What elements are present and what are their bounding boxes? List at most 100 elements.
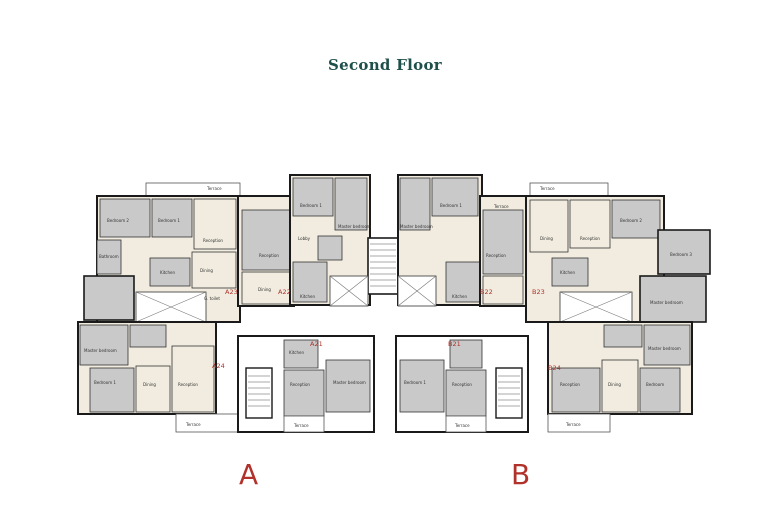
label-kitchen-a22: Kitchen xyxy=(300,294,315,299)
label-bedroom-2: Bedroom 2 xyxy=(107,218,129,223)
label-bedroom-1-a22: Bedroom 1 xyxy=(300,203,322,208)
room-master-bedroom-b22 xyxy=(399,177,431,231)
label-bedroom-3-b23: Bedroom 3 xyxy=(670,252,692,257)
label-bedroom-1-a24: Bedroom 1 xyxy=(94,380,116,385)
unit-tag-a23: A23 xyxy=(225,288,238,296)
room-master-bedroom-a22 xyxy=(334,177,368,231)
label-dining-b24: Dining xyxy=(608,382,621,387)
label-reception-a24: Reception xyxy=(178,382,198,387)
room-bedroom-1-b22 xyxy=(431,177,479,217)
label-master-bedroom-a22: Master bedroom xyxy=(338,224,371,229)
room-dining-a22 xyxy=(241,271,291,305)
block-label-a: A xyxy=(239,458,259,491)
label-bedroom-2-b23: Bedroom 2 xyxy=(620,218,642,223)
wing-b xyxy=(395,174,711,433)
wing-a xyxy=(77,174,399,433)
label-reception-b24: Reception xyxy=(560,382,580,387)
room-bedroom-2-a23 xyxy=(99,198,151,238)
label-kitchen: Kitchen xyxy=(160,270,175,275)
room-bedroom-1-b21 xyxy=(399,359,445,413)
label-master-bedroom-b23: Master bedroom xyxy=(650,300,683,305)
label-dining: Dining xyxy=(200,268,213,273)
label-bathroom: Bathroom xyxy=(99,254,119,259)
room-bathroom-a24 xyxy=(129,324,167,348)
label-bedroom-1-b22: Bedroom 1 xyxy=(440,203,462,208)
room-reception-b21 xyxy=(445,369,487,417)
room-reception-b22 xyxy=(482,209,524,275)
label-lobby: Lobby xyxy=(298,236,311,241)
label-dining-a22: Dining xyxy=(258,287,271,292)
stairs-a21 xyxy=(245,367,273,419)
label-bedroom-b24: Bedroom xyxy=(646,382,664,387)
room-kitchen-b23 xyxy=(551,257,589,287)
room-reception-b24 xyxy=(551,367,601,413)
unit-tag-a22: A22 xyxy=(278,288,291,296)
unit-tag-b21: B21 xyxy=(448,340,461,348)
room-master-bedroom-b23 xyxy=(639,275,707,323)
label-master-bedroom-b24: Master bedroom xyxy=(648,346,681,351)
room-kitchen-a21 xyxy=(283,339,319,369)
stairs-a xyxy=(367,237,399,295)
room-kitchen-a23 xyxy=(149,257,191,287)
label-reception-a21: Reception xyxy=(290,382,310,387)
room-labels: Terrace Bedroom 2 Bedroom 1 Reception Ba… xyxy=(84,186,692,428)
floor-title: Second Floor xyxy=(328,56,442,74)
room-bathroom-b24 xyxy=(603,324,643,348)
terrace-a23 xyxy=(145,182,241,198)
terrace-b21 xyxy=(445,415,487,433)
label-g-toilet: G. toilet xyxy=(204,296,220,301)
room-bedroom-3-b23 xyxy=(657,229,711,275)
unit-tag-b23: B23 xyxy=(532,288,545,296)
room-dining-b22 xyxy=(482,275,524,305)
room-master-bedroom-a21 xyxy=(325,359,371,413)
label-terrace-b23: Terrace xyxy=(539,186,555,191)
label-reception-b23: Reception xyxy=(580,236,600,241)
label-reception-a22: Reception xyxy=(259,253,279,258)
label-bedroom-1-b21: Bedroom 1 xyxy=(404,380,426,385)
room-bedroom-1-a23 xyxy=(151,198,193,238)
room-master-bedroom-b24 xyxy=(643,324,691,366)
room-kitchen-b22 xyxy=(445,261,481,303)
room-dining-b23 xyxy=(529,199,569,253)
room-reception-a24 xyxy=(171,345,215,413)
label-terrace-b21: Terrace xyxy=(454,423,470,428)
room-reception-b23 xyxy=(569,199,611,249)
room-bathroom-a23 xyxy=(96,239,122,275)
label-bedroom-1: Bedroom 1 xyxy=(158,218,180,223)
label-m-bedroom-a21: Master bedroom xyxy=(333,380,366,385)
terrace-a21 xyxy=(283,415,325,433)
unit-tag-b24: B24 xyxy=(548,364,561,372)
room-reception-a23 xyxy=(193,198,237,250)
room-bedroom-1-a22 xyxy=(292,177,334,217)
label-reception-b21: Reception xyxy=(452,382,472,387)
label-dining-a24: Dining xyxy=(143,382,156,387)
label-terrace-a24: Terrace xyxy=(185,422,201,427)
label-terrace: Terrace xyxy=(206,186,222,191)
label-master-bedroom: Master bedroom xyxy=(84,348,117,353)
unit-tags: A23 A22 A24 A21 B21 B22 B23 B24 xyxy=(212,288,561,372)
room-bathroom-a22 xyxy=(317,235,343,261)
label-terrace-a21: Terrace xyxy=(293,423,309,428)
room-bedroom-b24 xyxy=(639,367,681,413)
label-terrace-b22: Terrace xyxy=(493,204,509,209)
unit-tag-a21: A21 xyxy=(310,340,323,348)
stairs-b21 xyxy=(495,367,523,419)
label-reception: Reception xyxy=(203,238,223,243)
label-master-bedroom-b22: Master bedroom xyxy=(400,224,433,229)
unit-tag-a24: A24 xyxy=(212,362,225,370)
unit-tag-b22: B22 xyxy=(480,288,493,296)
room-reception-a22 xyxy=(241,209,291,271)
room-bedroom-1-a24 xyxy=(89,367,135,413)
label-kitchen-a21: Kitchen xyxy=(289,350,304,355)
terrace-b24 xyxy=(547,413,611,433)
label-terrace-b24: Terrace xyxy=(565,422,581,427)
label-reception-b22: Reception xyxy=(486,253,506,258)
room-dining-b24 xyxy=(601,359,639,413)
room-kitchen-a22 xyxy=(292,261,328,303)
room-master-bedroom-a24 xyxy=(79,324,129,366)
room-dining-a23 xyxy=(191,251,237,289)
room-reception-a21 xyxy=(283,369,325,417)
room-bedroom-2-b23 xyxy=(611,199,661,239)
label-dining-b23: Dining xyxy=(540,236,553,241)
